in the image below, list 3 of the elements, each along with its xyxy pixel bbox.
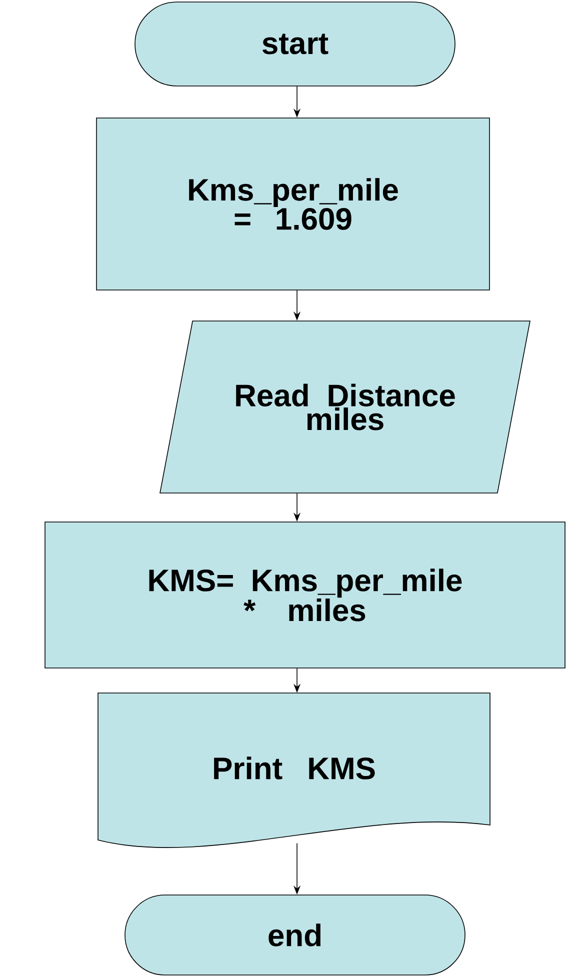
process-box: Kms_per_mile = 1.609	[96, 118, 490, 290]
process-box: KMS= Kms_per_mile * miles	[44, 522, 566, 668]
input-parallelogram: Read Distance miles	[160, 320, 530, 494]
